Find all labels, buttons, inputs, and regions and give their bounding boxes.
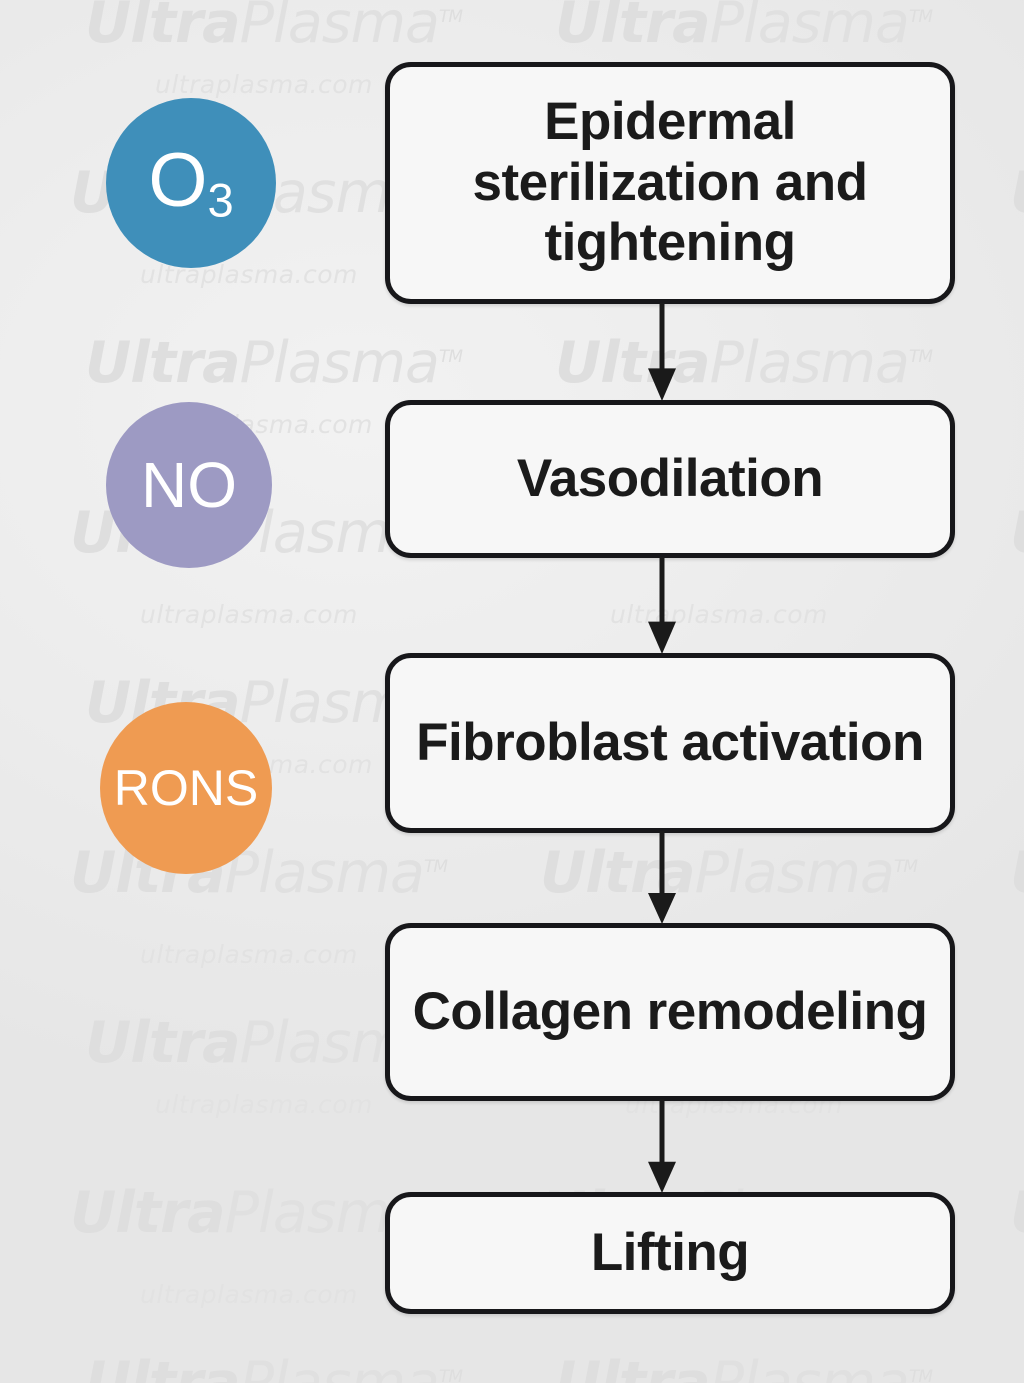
flow-arrow-1 — [642, 303, 682, 402]
flow-node-collagen-remodeling: Collagen remodeling — [385, 923, 955, 1101]
flow-arrow-3 — [642, 831, 682, 925]
flow-node-label: Vasodilation — [516, 448, 824, 508]
flow-node-label: Collagen remodeling — [412, 981, 928, 1041]
flow-node-epidermal-sterilization: Epidermal sterilization and tightening — [385, 62, 955, 304]
flow-node-label: Epidermal sterilization and tightening — [472, 92, 868, 273]
flow-node-lifting: Lifting — [385, 1192, 955, 1314]
species-badge-o3: O3 — [106, 98, 276, 268]
flow-arrow-4 — [642, 1099, 682, 1194]
species-label-no: NO — [141, 449, 237, 521]
flow-node-vasodilation: Vasodilation — [385, 400, 955, 558]
flow-node-label: Lifting — [590, 1222, 750, 1282]
species-badge-rons: RONS — [100, 702, 272, 874]
flow-node-fibroblast-activation: Fibroblast activation — [385, 653, 955, 833]
species-label-o3: O3 — [148, 137, 234, 227]
species-badge-no: NO — [106, 402, 272, 568]
flow-node-label: Fibroblast activation — [416, 712, 924, 772]
species-label-rons: RONS — [113, 760, 259, 816]
flow-arrow-2 — [642, 557, 682, 655]
